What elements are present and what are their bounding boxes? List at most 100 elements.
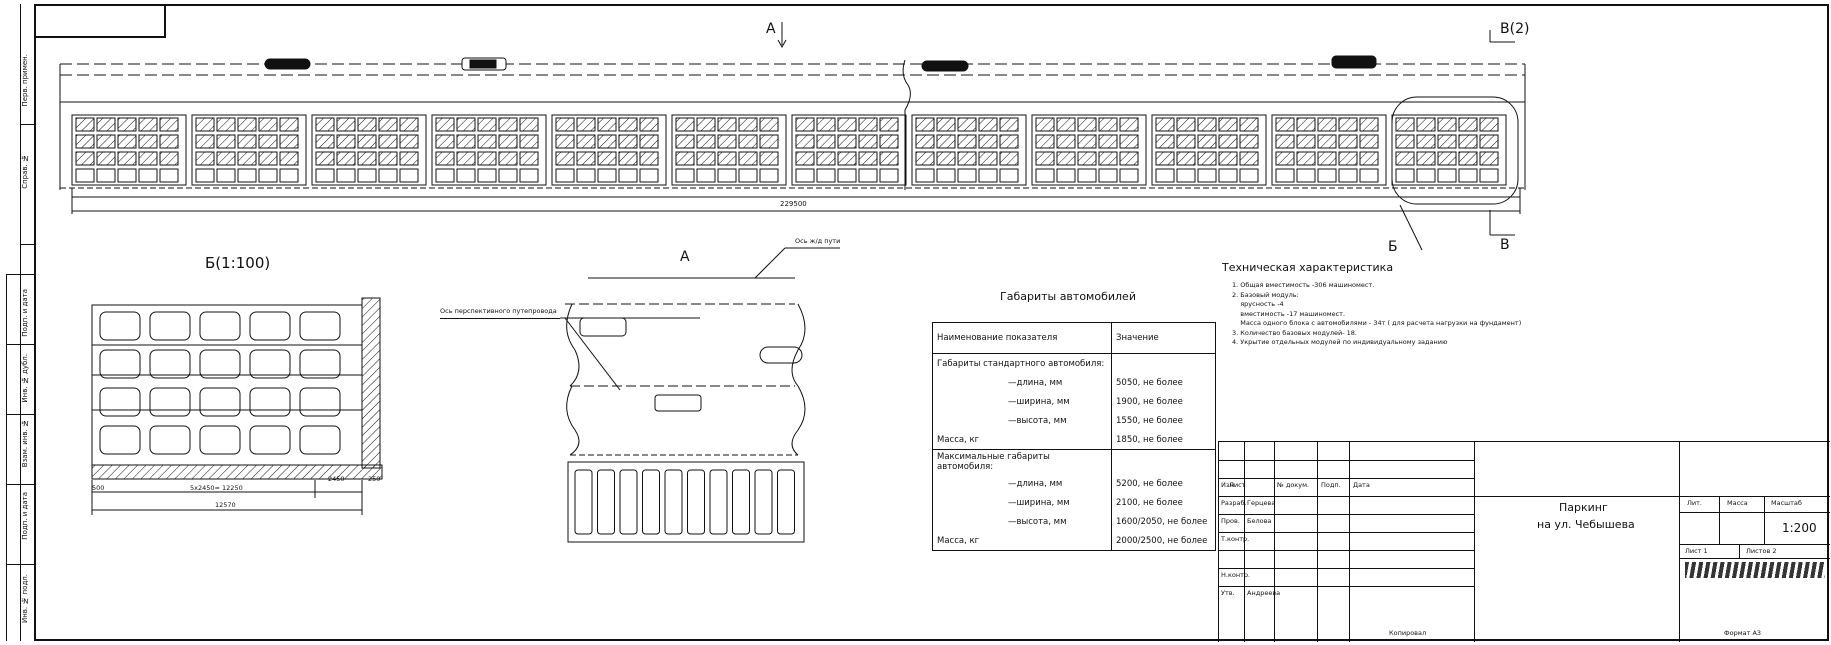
parking-module	[1031, 114, 1147, 186]
rail-axis-label: Ось ж/д пути	[795, 237, 841, 245]
tb-col-sign: Подп.	[1321, 481, 1341, 489]
section-a-bay	[777, 469, 795, 535]
dims-row-name: Масса, кг	[932, 531, 1112, 551]
dims-row-value: 1600/2050, не более	[1111, 512, 1216, 531]
detail-b-bay	[249, 311, 291, 341]
section-a-bay	[664, 469, 683, 535]
tb-staff-ncontrol: Н.контр.	[1221, 571, 1251, 579]
tb-copied: Копировал	[1389, 629, 1427, 637]
tech-item: 4. Укрытие отдельных модулей по индивиду…	[1232, 338, 1448, 346]
dims-row-name: Максимальные габариты автомобиля:	[932, 449, 1112, 474]
dims-row-name: —высота, мм	[932, 512, 1112, 531]
dims-row-value: 5200, не более	[1111, 474, 1216, 493]
detail-b-bay	[149, 349, 191, 379]
road-cars	[264, 55, 1377, 72]
parking-module	[911, 114, 1027, 186]
dims-row-value: 1850, не более	[1111, 430, 1216, 450]
side-stamp: Перв. примен. Справ. № Подп. и дата Инв.…	[6, 4, 36, 641]
dims-row-value	[1111, 449, 1216, 474]
parking-module	[71, 114, 187, 186]
tech-item: ярусность -4	[1232, 300, 1284, 308]
dims-header-name: Наименование показателя	[932, 322, 1112, 354]
parking-module	[1151, 114, 1267, 186]
detail-b-bay	[299, 311, 341, 341]
tb-col-doc: № докум.	[1277, 481, 1310, 489]
detail-b-bay	[99, 425, 141, 455]
project-title-1: Паркинг	[1559, 501, 1608, 514]
tb-staff-check-name: Белова	[1247, 517, 1272, 525]
dims-row-name: —ширина, мм	[932, 392, 1112, 411]
detail-b-bay	[249, 349, 291, 379]
parking-module	[431, 114, 547, 186]
tb-sheet: Лист 1	[1685, 547, 1708, 555]
section-a-bay	[709, 469, 728, 535]
title-block: Изм. Лист № докум. Подп. Дата Разраб. Ге…	[1218, 441, 1830, 642]
section-a-bay	[619, 469, 638, 535]
section-a-bay	[732, 469, 750, 535]
detail-b-bay	[199, 311, 241, 341]
overall-dimension: 229500	[780, 200, 807, 208]
tb-scale-header: Масштаб	[1771, 499, 1802, 507]
dims-table-row: Габариты стандартного автомобиля:	[932, 353, 1216, 373]
detail-b-bay	[99, 387, 141, 417]
detail-b-bay	[99, 311, 141, 341]
tb-col-date: Дата	[1353, 481, 1370, 489]
dims-row-value: 1900, не более	[1111, 392, 1216, 411]
tb-col-sheet: Лист	[1229, 481, 1246, 489]
detail-b-bay	[299, 349, 341, 379]
detail-b-bay	[199, 387, 241, 417]
parking-module	[1391, 114, 1507, 186]
section-a-marker: A	[766, 21, 776, 37]
parking-module	[1271, 114, 1387, 186]
section-a-title: A	[680, 249, 690, 265]
parking-module	[551, 114, 667, 186]
section-a-bay	[642, 469, 660, 535]
detail-b-drawing	[91, 297, 383, 515]
detail-title: Б(1:100)	[205, 254, 271, 272]
dims-table-title: Габариты автомобилей	[1000, 290, 1136, 303]
detail-dim-left: 500	[92, 484, 105, 492]
section-a-bays	[574, 469, 795, 535]
section-a-bay	[574, 469, 593, 535]
dims-row-name: —ширина, мм	[932, 493, 1112, 512]
tech-list: 1. Общая вместимость -306 машиномест.2. …	[1232, 282, 1521, 349]
tech-item: Масса одного блока с автомобилями - 34т …	[1232, 319, 1522, 327]
detail-b-bay	[299, 425, 341, 455]
dims-row-name: —длина, мм	[932, 474, 1112, 493]
detail-b-bay	[149, 311, 191, 341]
parking-modules	[71, 114, 1507, 186]
detail-b-bays	[99, 311, 341, 455]
section-b-marker-top: B(2)	[1500, 21, 1530, 37]
dims-row-value: 1550, не более	[1111, 411, 1216, 430]
section-a-bay	[597, 469, 615, 535]
detail-b-bay	[299, 387, 341, 417]
section-a-bay	[754, 469, 773, 535]
dims-row-value: 5050, не более	[1111, 373, 1216, 392]
parking-module	[191, 114, 307, 186]
overpass-axis-underline	[440, 318, 560, 319]
dims-row-value: 2100, не более	[1111, 493, 1216, 512]
detail-b-bay	[199, 425, 241, 455]
dims-row-name: —высота, мм	[932, 411, 1112, 430]
project-title-2: на ул. Чебышева	[1537, 518, 1635, 531]
dims-row-name: Масса, кг	[932, 430, 1112, 450]
parking-module	[671, 114, 787, 186]
section-a-drawing	[560, 247, 840, 543]
detail-b-bay	[199, 349, 241, 379]
detail-b-bay	[99, 349, 141, 379]
dims-table-row: Максимальные габариты автомобиля:	[932, 449, 1216, 474]
dims-row-value	[1111, 353, 1216, 373]
tb-staff-approve: Утв.	[1221, 589, 1235, 597]
detail-marker: Б	[1388, 239, 1398, 255]
detail-b-bay	[149, 387, 191, 417]
detail-b-bay	[249, 425, 291, 455]
tech-title: Техническая характеристика	[1222, 261, 1394, 274]
tb-mass-header: Масса	[1727, 499, 1748, 507]
overpass-axis-label: Ось перспективного путепровода	[440, 307, 557, 315]
section-b-marker-bottom: B	[1500, 237, 1510, 253]
